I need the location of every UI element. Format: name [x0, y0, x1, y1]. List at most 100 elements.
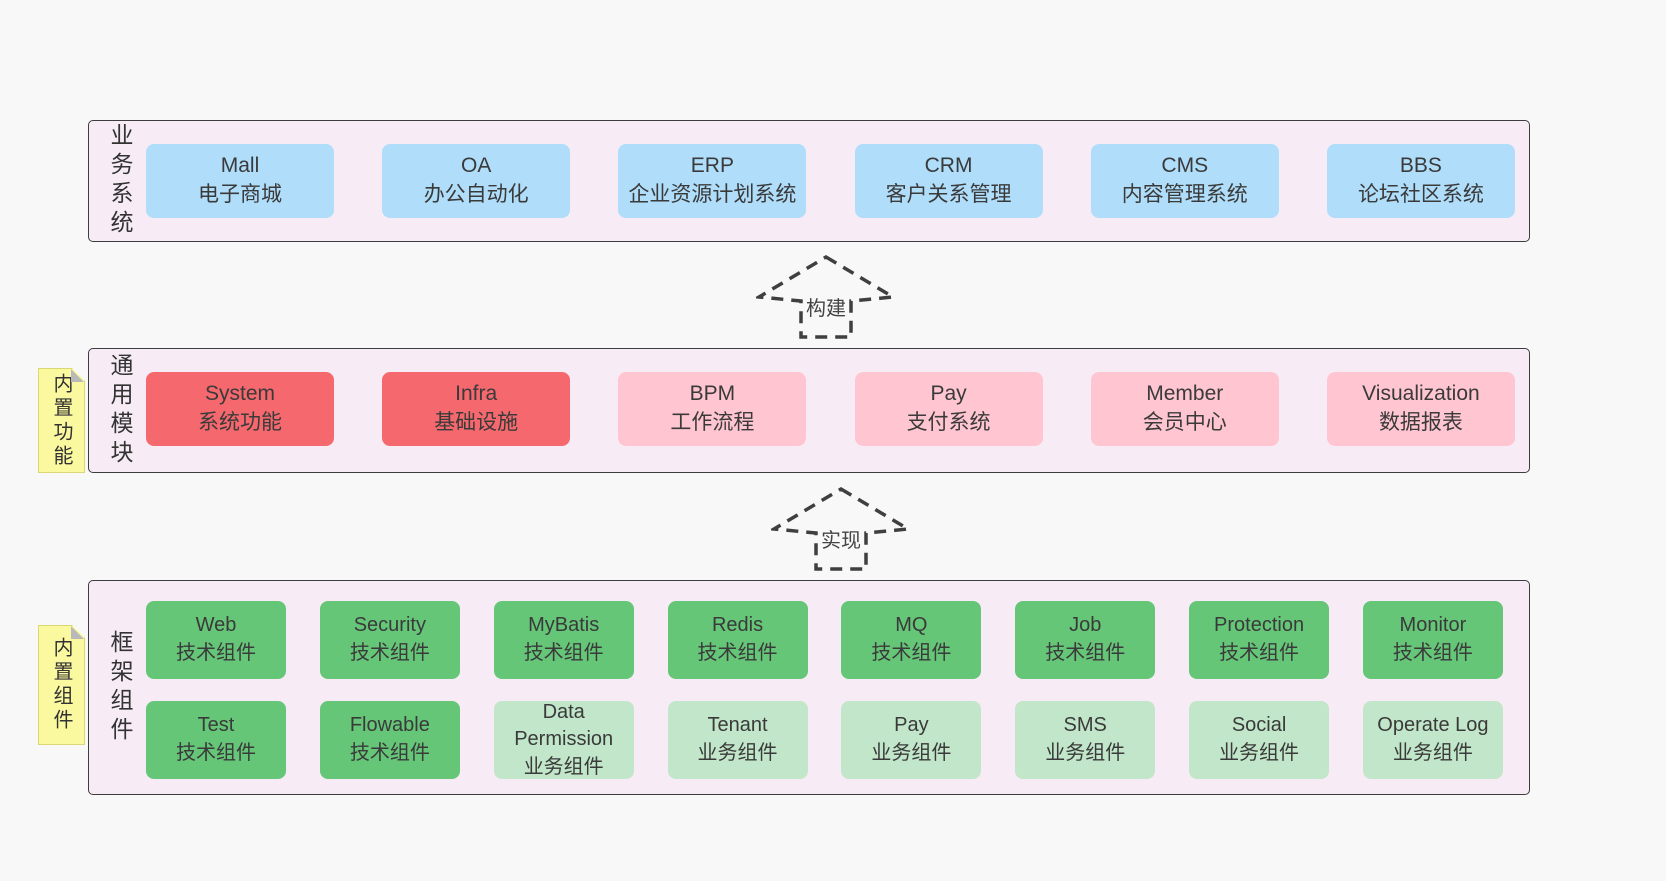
- box-subtitle: 技术组件: [349, 742, 430, 764]
- box-subtitle: 技术组件: [1219, 642, 1300, 664]
- box-subtitle: 技术组件: [1392, 642, 1473, 664]
- box-subtitle: 客户关系管理: [885, 183, 1012, 206]
- box-subtitle: 技术组件: [176, 642, 256, 664]
- box-subtitle: 业务组件: [697, 742, 778, 764]
- box-title: Social: [1231, 714, 1287, 737]
- panel-modules-label: 通用模块: [107, 352, 133, 469]
- box-sms: SMS 业务组件: [1015, 701, 1156, 779]
- box-title: Test: [197, 714, 235, 737]
- box-protection: Protection 技术组件: [1189, 601, 1330, 679]
- box-mybatis: MyBatis 技术组件: [493, 601, 634, 679]
- box-subtitle: 技术组件: [1045, 642, 1126, 664]
- box-pay: Pay 支付系统: [854, 372, 1043, 446]
- box-subtitle: 技术组件: [523, 642, 604, 664]
- sticky-note-built-in-components: 内置组件: [38, 625, 85, 745]
- box-title: Infra: [455, 382, 498, 406]
- panel-business-systems: 业务系统 Mall 电子商城 OA 办公自动化 ERP 企业资源计划系统 CRM…: [88, 120, 1530, 242]
- sticky-note-label: 内置功能: [50, 372, 72, 469]
- box-job: Job 技术组件: [1015, 601, 1156, 679]
- box-visualization: Visualization 数据报表: [1326, 372, 1515, 446]
- arrow-build: 构建: [756, 254, 896, 340]
- box-title: MQ: [895, 614, 928, 637]
- box-redis: Redis 技术组件: [667, 601, 808, 679]
- box-member: Member 会员中心: [1090, 372, 1279, 446]
- box-cms: CMS 内容管理系统: [1090, 144, 1279, 218]
- box-title: Web: [195, 614, 237, 637]
- component-boxes-row-1: Web 技术组件 Security 技术组件 MyBatis 技术组件 Redi…: [146, 601, 1503, 679]
- box-subtitle: 业务组件: [1045, 742, 1126, 764]
- box-operate-log: Operate Log 业务组件: [1362, 701, 1503, 779]
- box-subtitle: 基础设施: [434, 411, 519, 434]
- panel-framework-components: 框架组件 Web 技术组件 Security 技术组件 MyBatis 技术组件…: [88, 580, 1530, 795]
- box-web: Web 技术组件: [146, 601, 286, 679]
- box-test: Test 技术组件: [146, 701, 286, 779]
- box-title: Job: [1069, 614, 1102, 637]
- box-subtitle: 论坛社区系统: [1357, 183, 1484, 206]
- box-subtitle: 电子商城: [198, 183, 282, 206]
- box-title: CRM: [924, 154, 973, 178]
- box-erp: ERP 企业资源计划系统: [618, 144, 807, 218]
- up-arrow-icon: [771, 486, 911, 571]
- up-arrow-icon: [756, 254, 896, 339]
- box-title: Member: [1146, 382, 1224, 406]
- panel-components-label: 框架组件: [107, 629, 133, 746]
- box-subtitle: 业务组件: [523, 755, 604, 778]
- box-subtitle: 业务组件: [871, 742, 952, 764]
- box-mall: Mall 电子商城: [146, 144, 334, 218]
- box-title: Operate Log: [1377, 714, 1489, 737]
- arrow-build-label: 构建: [803, 292, 849, 321]
- box-bbs: BBS 论坛社区系统: [1326, 144, 1515, 218]
- panel-common-modules: 通用模块 System 系统功能 Infra 基础设施 BPM 工作流程 Pay…: [88, 348, 1530, 473]
- box-title: CMS: [1161, 154, 1209, 178]
- box-subtitle: 支付系统: [906, 411, 991, 434]
- box-crm: CRM 客户关系管理: [854, 144, 1043, 218]
- box-title: MyBatis: [528, 614, 600, 637]
- box-title: Monitor: [1399, 614, 1467, 637]
- arrow-implement-label: 实现: [818, 524, 864, 553]
- box-title: BPM: [689, 382, 736, 406]
- box-subtitle: 企业资源计划系统: [628, 183, 797, 206]
- module-boxes: System 系统功能 Infra 基础设施 BPM 工作流程 Pay 支付系统…: [146, 372, 1515, 446]
- box-monitor: Monitor 技术组件: [1362, 601, 1503, 679]
- box-subtitle: 数据报表: [1378, 411, 1463, 434]
- box-social: Social 业务组件: [1189, 701, 1330, 779]
- box-tenant: Tenant 业务组件: [667, 701, 808, 779]
- box-title: Pay: [930, 382, 967, 406]
- box-security: Security 技术组件: [319, 601, 460, 679]
- box-data-permission: Data Permission 业务组件: [493, 700, 634, 779]
- box-subtitle: 工作流程: [670, 411, 755, 434]
- box-mq: MQ 技术组件: [841, 601, 982, 679]
- box-title: Security: [353, 614, 426, 637]
- box-subtitle: 系统功能: [198, 411, 282, 434]
- arrow-implement: 实现: [771, 486, 911, 572]
- box-title: Visualization: [1362, 382, 1480, 406]
- box-title: ERP: [690, 154, 734, 178]
- box-title: Protection: [1214, 614, 1305, 637]
- box-title: Flowable: [349, 714, 430, 737]
- box-flowable: Flowable 技术组件: [319, 701, 460, 779]
- sticky-note-built-in-features: 内置功能: [38, 368, 85, 473]
- component-boxes-row-2: Test 技术组件 Flowable 技术组件 Data Permission …: [146, 701, 1503, 779]
- box-subtitle: 技术组件: [349, 642, 430, 664]
- box-title: Redis: [711, 614, 764, 637]
- box-subtitle: 技术组件: [871, 642, 952, 664]
- box-subtitle: 内容管理系统: [1121, 183, 1248, 206]
- box-title: Mall: [220, 154, 260, 178]
- box-title: OA: [461, 154, 492, 178]
- box-bpm: BPM 工作流程: [618, 372, 807, 446]
- box-subtitle: 办公自动化: [423, 183, 529, 206]
- box-oa: OA 办公自动化: [382, 144, 571, 218]
- box-subtitle: 技术组件: [697, 642, 778, 664]
- box-pay-component: Pay 业务组件: [841, 701, 982, 779]
- box-infra: Infra 基础设施: [382, 372, 571, 446]
- business-boxes: Mall 电子商城 OA 办公自动化 ERP 企业资源计划系统 CRM 客户关系…: [146, 144, 1515, 218]
- box-title: SMS: [1063, 714, 1107, 737]
- box-subtitle: 业务组件: [1219, 742, 1300, 764]
- box-title: Tenant: [707, 714, 768, 737]
- box-title: BBS: [1399, 154, 1442, 178]
- sticky-note-label: 内置组件: [50, 637, 72, 733]
- box-title: Pay: [894, 714, 929, 737]
- panel-business-label: 业务系统: [107, 123, 133, 239]
- box-title: Data Permission: [514, 700, 614, 751]
